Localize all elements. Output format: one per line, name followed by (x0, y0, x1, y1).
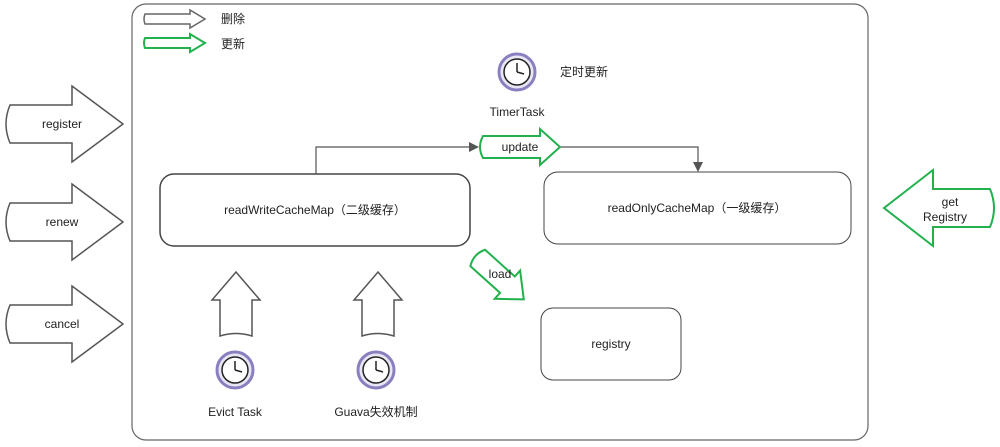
read-write-cache-label: readWriteCacheMap（二级缓存） (224, 203, 406, 217)
register-label: register (42, 117, 82, 131)
guava-clock-icon (356, 350, 396, 390)
legend-delete-arrow (143, 8, 207, 30)
get-registry-label-line2: Registry (923, 210, 967, 224)
read-write-cache-box (159, 173, 471, 247)
registry-label: registry (591, 337, 630, 351)
evict-up-arrow (210, 270, 262, 338)
get-registry-arrow (882, 167, 995, 249)
timer-task-label: TimerTask (490, 105, 546, 119)
read-only-cache-label: readOnlyCacheMap（一级缓存） (608, 201, 787, 215)
evict-task-label: Evict Task (208, 405, 263, 419)
read-only-cache-box (543, 171, 852, 245)
legend-update-label: 更新 (221, 36, 245, 51)
renew-label: renew (46, 215, 79, 229)
timer-task-clock-icon (497, 52, 537, 92)
cancel-label: cancel (45, 317, 80, 331)
system-container (131, 3, 869, 441)
guava-label: Guava失效机制 (334, 404, 417, 419)
load-arrow-group (469, 248, 525, 301)
get-registry-label-line1: get (942, 195, 959, 209)
update-label: update (502, 140, 539, 154)
load-label: load (489, 267, 512, 281)
legend-update-arrow (143, 32, 207, 54)
load-arrow (469, 248, 525, 301)
register-arrow (5, 84, 125, 164)
update-arrow (479, 126, 562, 168)
legend-delete-label: 删除 (221, 11, 245, 26)
rw-to-update-connector (315, 142, 479, 174)
renew-arrow (5, 182, 125, 262)
guava-up-arrow (352, 270, 404, 338)
cancel-arrow (5, 284, 125, 364)
timer-task-caption: 定时更新 (560, 64, 608, 79)
update-to-ro-connector (556, 146, 703, 172)
registry-box (540, 307, 682, 381)
evict-task-clock-icon (215, 350, 255, 390)
